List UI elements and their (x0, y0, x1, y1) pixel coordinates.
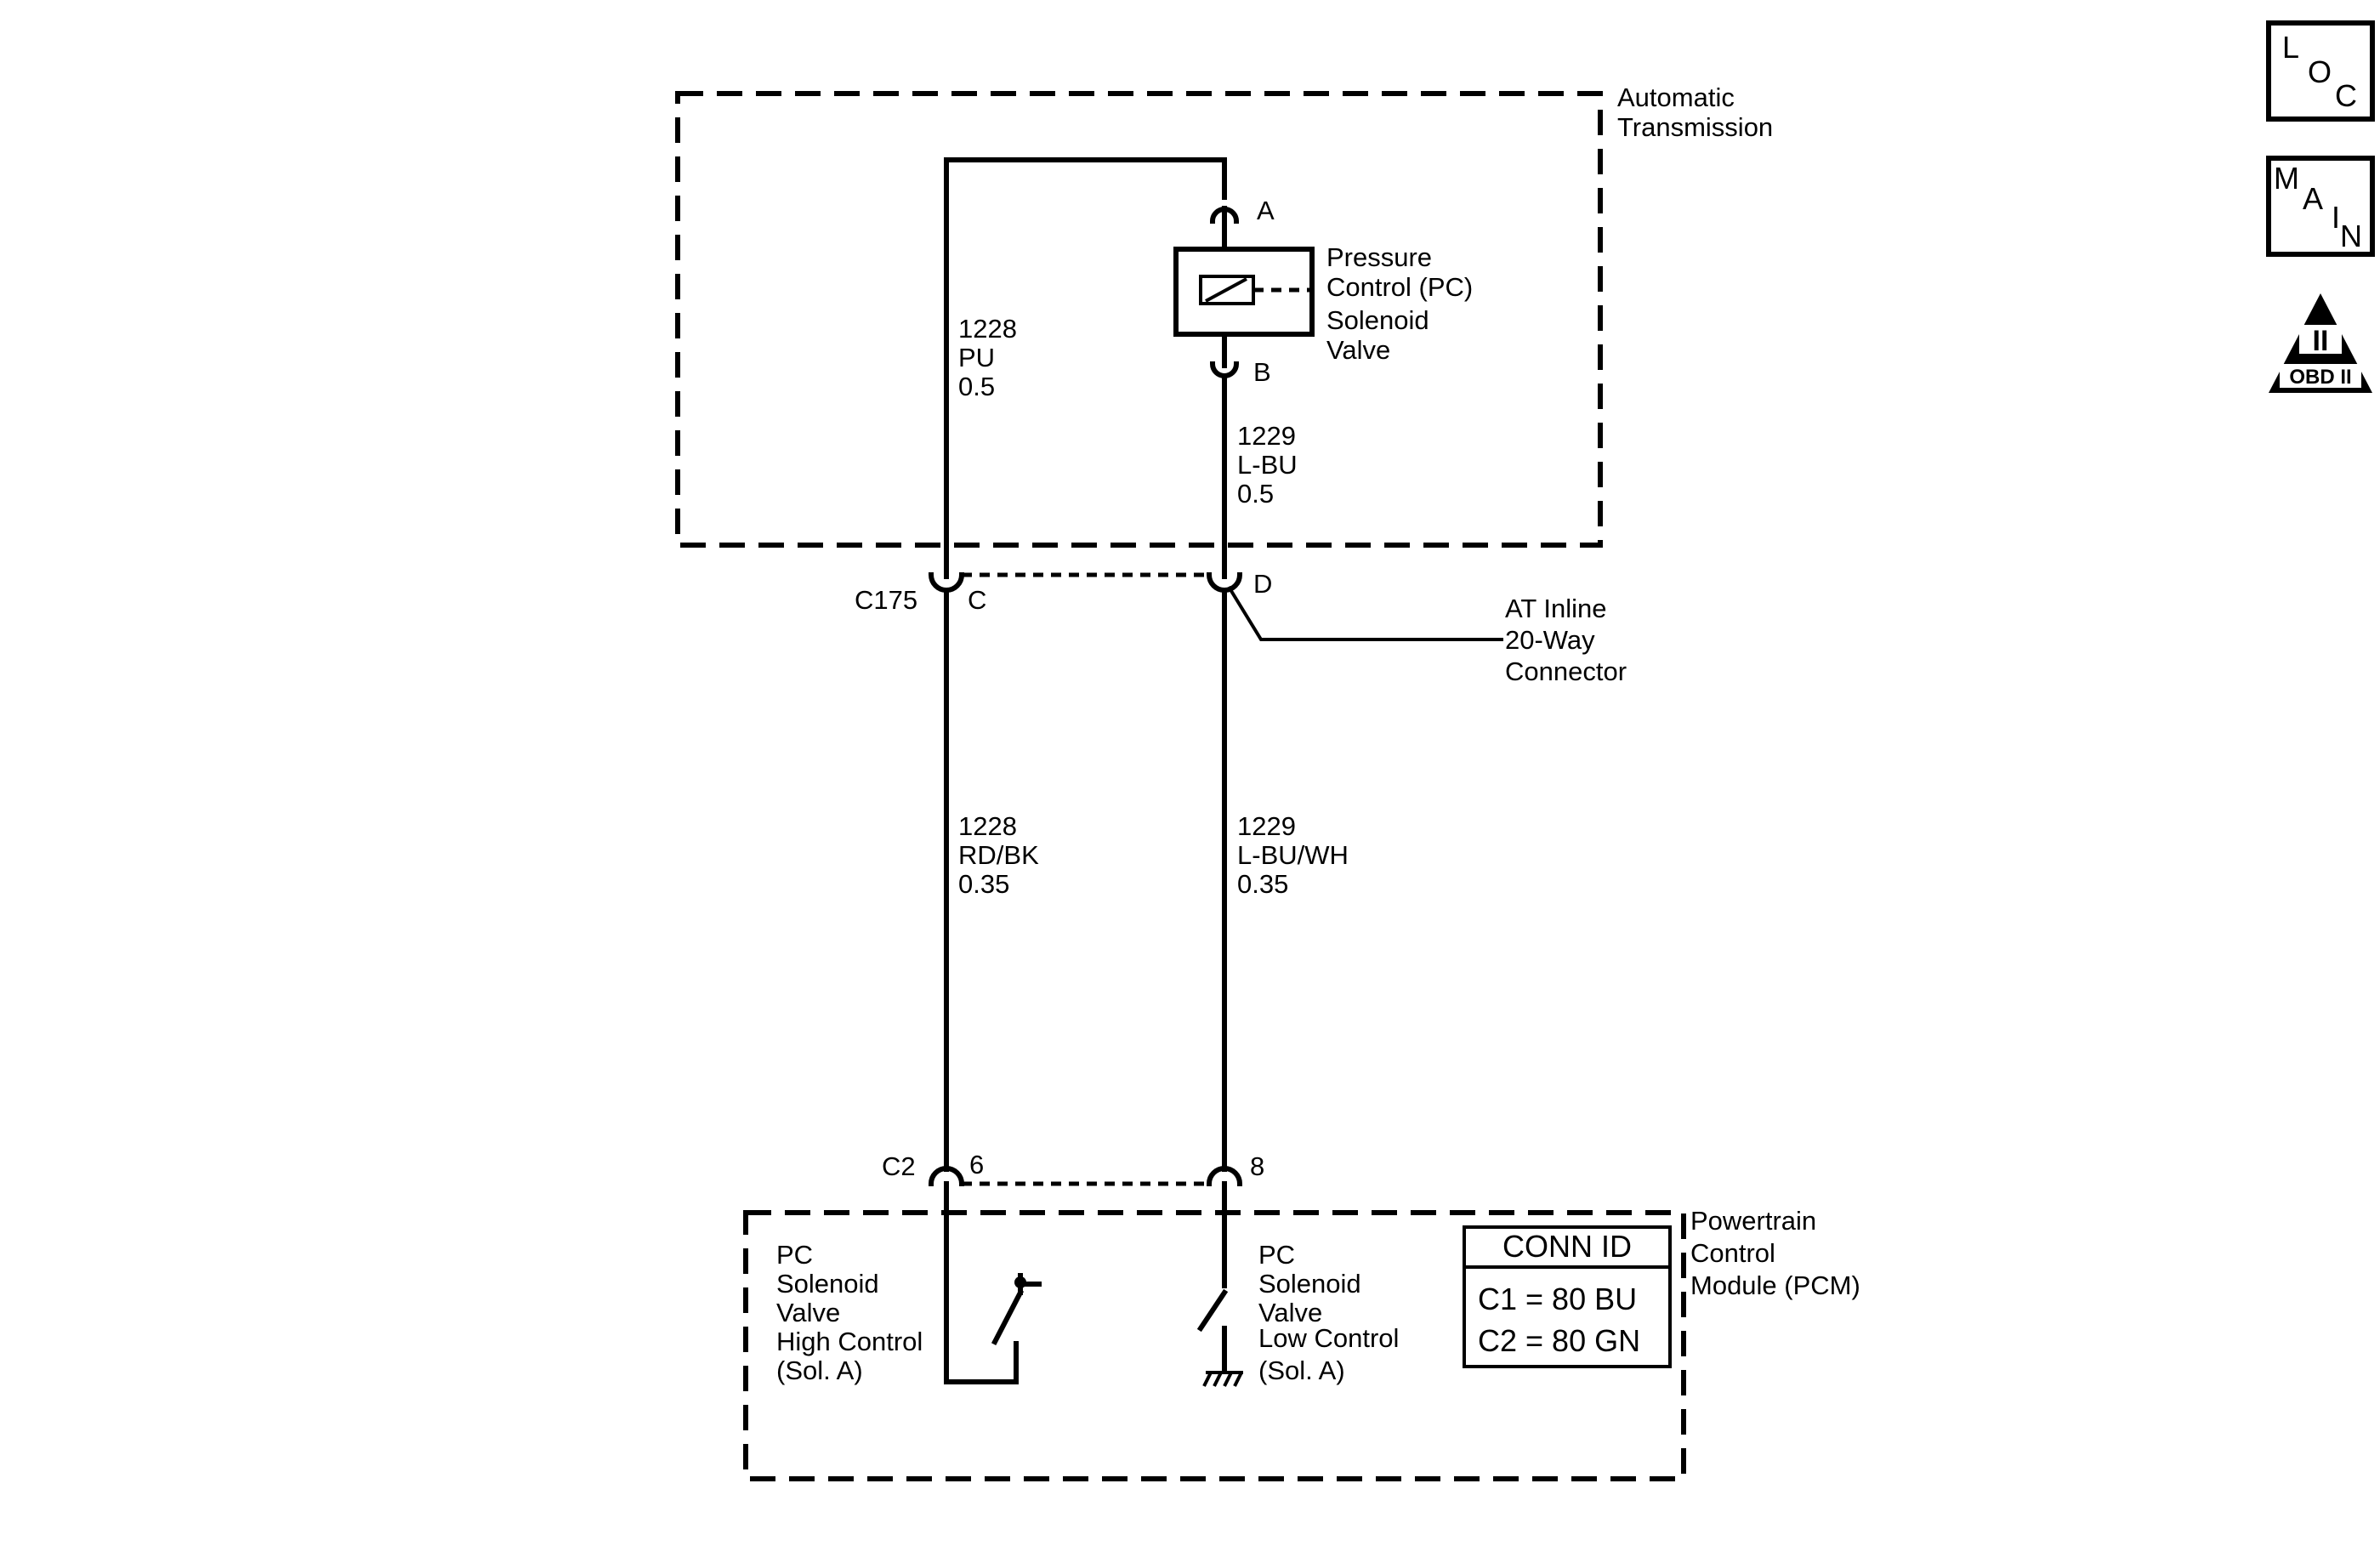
low-control-label-line2: Solenoid (1258, 1269, 1361, 1299)
loc-icon[interactable]: L O C (2266, 20, 2375, 122)
low-control-label-line4: Low Control (1258, 1323, 1399, 1353)
high-control-label-line5: (Sol. A) (776, 1356, 863, 1385)
wire-lower-right-circuit: 1229 (1237, 811, 1296, 841)
wire-upper-left-circuit: 1228 (958, 314, 1017, 344)
wire-1228-pu (944, 157, 1227, 548)
wire-upper-right-gauge: 0.5 (1237, 479, 1274, 509)
main-letter-n: N (2340, 219, 2362, 253)
wire-lower-left-color: RD/BK (958, 840, 1039, 870)
wire-upper-left-gauge: 0.5 (958, 372, 995, 401)
solenoid-name-line1: Pressure (1326, 242, 1432, 272)
solenoid-name-line3: Solenoid (1326, 305, 1429, 335)
high-control-switch-pivot (1014, 1276, 1026, 1288)
wire-lower-left-circuit: 1228 (958, 811, 1017, 841)
ground-icon (1202, 1371, 1243, 1387)
main-letter-a: A (2303, 181, 2323, 216)
low-control-label-line1: PC (1258, 1240, 1295, 1270)
high-control-switch (991, 1288, 1025, 1346)
low-control-label-line3: Valve (1258, 1298, 1322, 1327)
conn-id-row-c1: C1 = 80 BU (1478, 1282, 1637, 1316)
conn-id-title: CONN ID (1502, 1229, 1632, 1264)
c2-id-label: C2 (882, 1151, 916, 1181)
wire-lower-left-gauge: 0.35 (958, 869, 1009, 899)
loc-letter-c: C (2335, 78, 2357, 113)
inline-connector-leader (1227, 585, 1503, 641)
loc-letter-o: O (2308, 54, 2332, 89)
solenoid-name-line2: Control (PC) (1326, 272, 1473, 302)
high-control-label-line3: Valve (776, 1298, 840, 1327)
conn-id-table: CONN ID C1 = 80 BU C2 = 80 GN (1463, 1225, 1672, 1368)
transmission-label-line1: Automatic (1617, 82, 1735, 112)
pcm-label-line1: Powertrain (1690, 1206, 1816, 1236)
low-control-switch (1196, 1288, 1229, 1333)
wire-lower-right-gauge: 0.35 (1237, 869, 1288, 899)
high-control-circuit (944, 1212, 1019, 1384)
c175-id-label: C175 (855, 585, 917, 615)
obd-ii-label: OBD II (2289, 366, 2351, 389)
c2-pin-6-label: 6 (969, 1150, 984, 1179)
conn-id-row-c2: C2 = 80 GN (1478, 1323, 1640, 1358)
wire-upper-left-color: PU (958, 343, 995, 372)
pcm-boundary (743, 1210, 1686, 1481)
loc-letter-l: L (2282, 30, 2299, 65)
low-control-label-line5: (Sol. A) (1258, 1356, 1345, 1385)
obd-ii-icon[interactable]: II OBD II (2269, 293, 2372, 393)
c2-pin-8 (1206, 1166, 1243, 1187)
wire-upper-right-circuit: 1229 (1237, 421, 1296, 451)
wire-lower-right-color: L-BU/WH (1237, 840, 1349, 870)
pin-b-label: B (1253, 357, 1271, 387)
transmission-boundary (675, 91, 1603, 548)
pin-a-label: A (1257, 196, 1275, 225)
high-control-label-line4: High Control (776, 1327, 923, 1356)
pcm-label-line2: Control (1690, 1238, 1775, 1268)
c175-pin-d-label: D (1253, 569, 1272, 599)
c2-pin-8-label: 8 (1250, 1151, 1264, 1181)
wire-upper-right-color: L-BU (1237, 450, 1298, 480)
main-letter-i: I (2332, 200, 2340, 235)
c175-pin-c-label: C (968, 585, 986, 615)
inline-connector-label-line1: AT Inline (1505, 594, 1606, 623)
c2-pin-6 (928, 1166, 965, 1187)
high-control-label-line2: Solenoid (776, 1269, 879, 1299)
obd-ii-numeral: II (2313, 325, 2329, 357)
inline-connector-label-line2: 20-Way (1505, 625, 1595, 655)
inline-connector-label-line3: Connector (1505, 656, 1627, 686)
main-letter-m: M (2274, 161, 2299, 196)
solenoid-name-line4: Valve (1326, 335, 1390, 365)
pcm-label-line3: Module (PCM) (1690, 1270, 1860, 1300)
transmission-label-line2: Transmission (1617, 112, 1773, 142)
high-control-label-line1: PC (776, 1240, 813, 1270)
main-icon[interactable]: M A I N (2266, 156, 2375, 257)
